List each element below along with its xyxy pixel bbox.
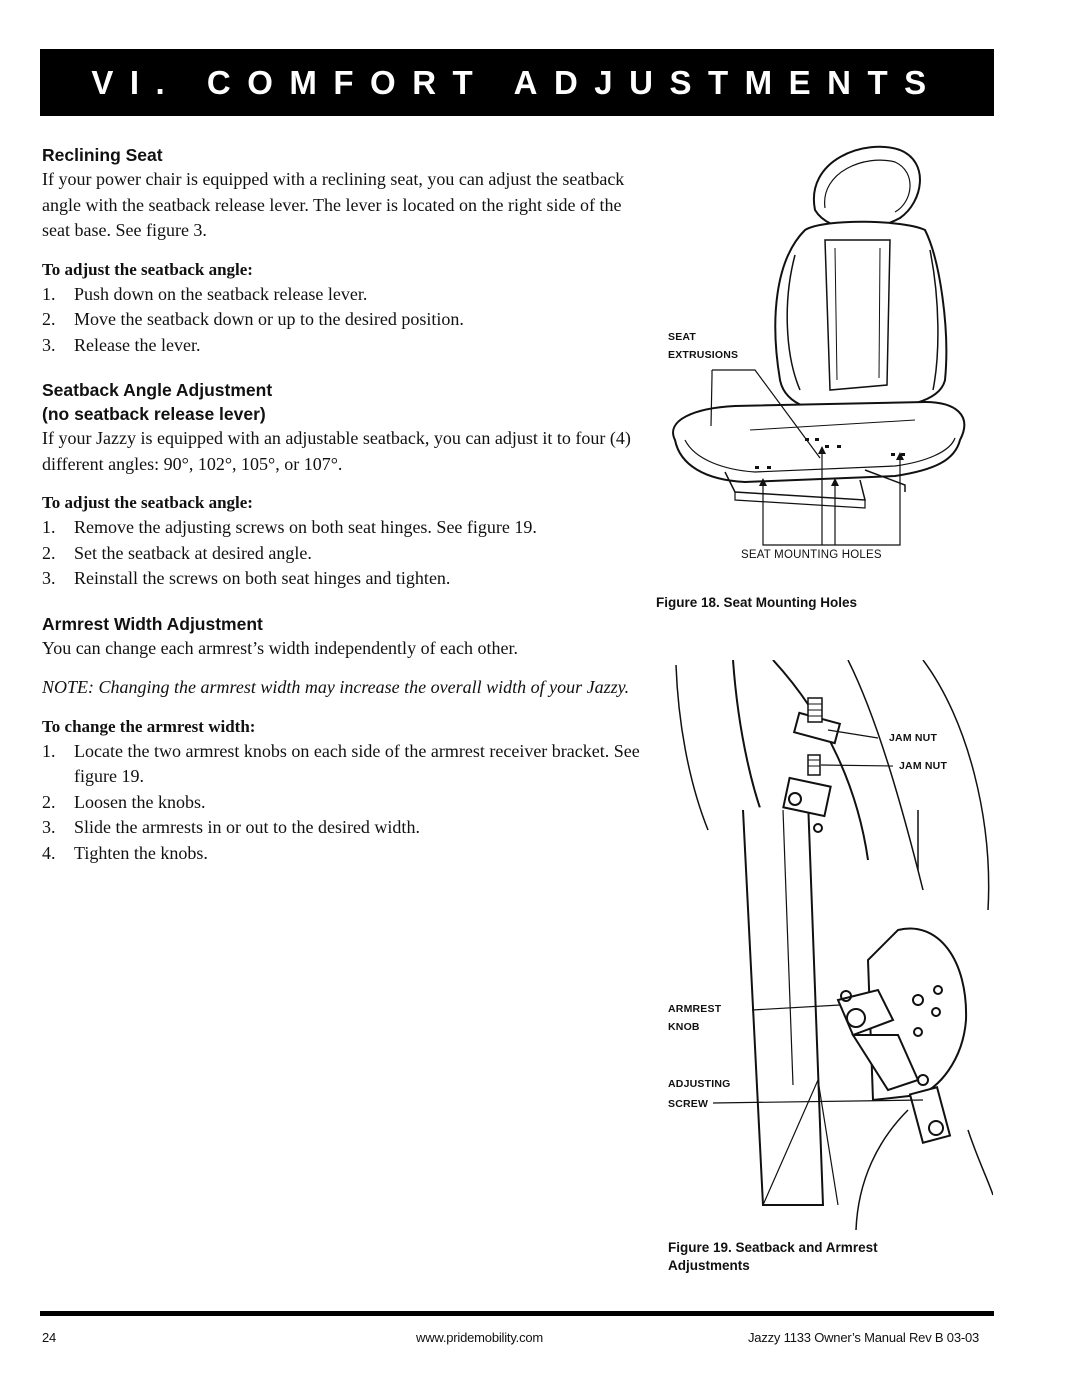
reclining-seat-heading: Reclining Seat [42,145,163,165]
list-item: 2.Set the seatback at desired angle. [42,542,312,563]
seatback-steps-list: 1.Remove the adjusting screws on both se… [42,515,642,592]
list-item: 1.Push down on the seatback release leve… [42,283,368,304]
seatback-angle-heading-sub: (no seatback release lever) [42,404,266,424]
label-extrusions: EXTRUSIONS [668,349,739,361]
seatback-steps-heading: To adjust the seatback angle: [42,493,253,512]
seatback-angle-body: If your Jazzy is equipped with an adjust… [42,428,631,474]
reclining-steps-heading: To adjust the seatback angle: [42,259,253,279]
label-screw: SCREW [668,1098,709,1110]
main-text-column: Reclining Seat If your power chair is eq… [42,143,642,866]
list-item: 2.Move the seatback down or up to the de… [42,309,464,329]
figure-18-caption: Figure 18. Seat Mounting Holes [656,595,858,610]
footer-rule [40,1311,994,1316]
seat-illustration [672,145,966,546]
list-item: 3.Release the lever. [42,334,201,355]
armrest-note: NOTE: Changing the armrest width may inc… [42,677,630,697]
page-number: 24 [42,1330,57,1345]
armrest-width-heading: Armrest Width Adjustment [42,613,263,634]
list-item: 2.Loosen the knobs. [42,791,206,812]
list-item: 3.Slide the armrests in or out to the de… [42,817,420,837]
section-title: VI. COMFORT ADJUSTMENTS [91,64,943,101]
label-seat: SEAT [668,331,697,343]
reclining-steps-list: 1.Push down on the seatback release leve… [42,282,642,359]
list-item: 1.Locate the two armrest knobs on each s… [42,740,640,787]
label-knob: KNOB [668,1021,700,1033]
list-item: 4.Tighten the knobs. [42,842,208,863]
section-banner: VI. COMFORT ADJUSTMENTS [40,49,994,116]
label-adjusting: ADJUSTING [668,1078,731,1090]
label-armrest: ARMREST [668,1003,722,1015]
armrest-steps-list: 1.Locate the two armrest knobs on each s… [42,739,642,867]
armrest-width-body: You can change each armrest’s width inde… [42,637,519,658]
label-jam-nut-1: JAM NUT [889,732,938,744]
footer-manual-title: Jazzy 1133 Owner’s Manual Rev B 03-03 [748,1330,980,1345]
armrest-illustration [675,660,993,1230]
label-jam-nut-2: JAM NUT [899,760,948,772]
list-item: 3.Reinstall the screws on both seat hing… [42,568,451,588]
figure-19-caption-line2: Adjustments [668,1258,750,1273]
reclining-seat-body: If your power chair is equipped with a r… [42,169,625,240]
label-seat-mounting-holes: SEAT MOUNTING HOLES [741,549,882,561]
figure-19-caption: Figure 19. Seatback and Armrest Adjustme… [668,1239,878,1275]
footer-url[interactable]: www.pridemobility.com [416,1330,544,1345]
figure-19-caption-line1: Figure 19. Seatback and Armrest [668,1240,878,1255]
list-item: 1.Remove the adjusting screws on both se… [42,517,537,537]
seatback-angle-heading: Seatback Angle Adjustment [42,380,273,400]
armrest-steps-heading: To change the armrest width: [42,716,256,736]
